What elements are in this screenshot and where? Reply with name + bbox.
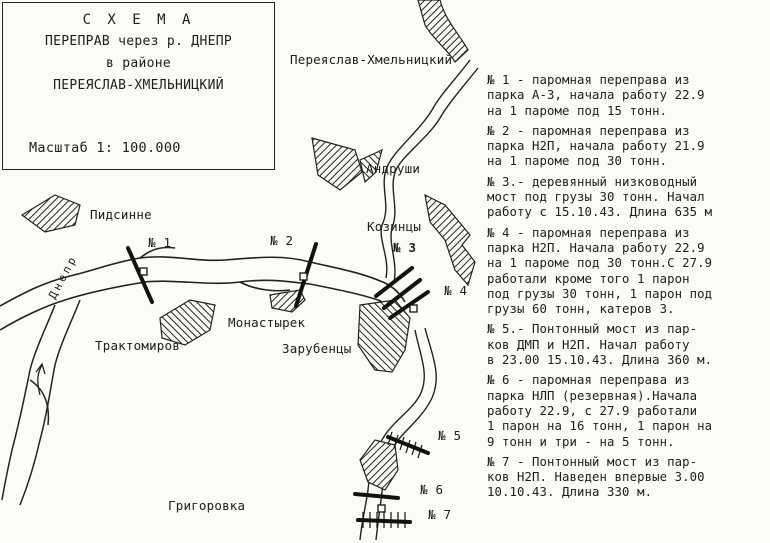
dnieper-lower-branch — [1, 299, 81, 506]
map-title-line2: в районе — [105, 56, 171, 71]
northern-river — [380, 59, 479, 283]
crossing-label-4: № 4 — [444, 283, 468, 298]
crossing-label-3: № 3 — [393, 240, 417, 255]
place-monastyrek: Монастырек — [228, 315, 306, 330]
place-kozintsy: Козинцы — [367, 219, 422, 234]
dnieper-river — [0, 246, 406, 331]
crossing-boxes — [139, 267, 418, 513]
place-andrushi: Андруши — [366, 161, 421, 176]
crossing-label-5: № 5 — [438, 428, 462, 443]
map-title-line3: ПЕРЕЯСЛАВ-ХМЕЛЬНИЦКИЙ — [53, 78, 224, 93]
crossing-label-6: № 6 — [420, 482, 444, 497]
title-box: С Х Е М А ПЕРЕПРАВ через р. ДНЕПР в райо… — [2, 2, 275, 170]
place-trakhtomirov: Трактомиров — [95, 338, 180, 353]
map-scale: Масштаб 1: 100.000 — [29, 140, 181, 156]
place-grigorovka: Григоровка — [168, 498, 246, 513]
bridge-ticks — [362, 431, 423, 528]
map-title-line1: ПЕРЕПРАВ через р. ДНЕПР — [45, 34, 232, 49]
crossing-label-1: № 1 — [148, 235, 172, 250]
legend-item-7: № 7 - Понтонный мост из пар-ков Н2П. Нав… — [487, 454, 705, 500]
place-zarubentsy: Зарубенцы — [282, 341, 352, 356]
settlements — [20, 0, 476, 491]
crossing-label-2: № 2 — [270, 233, 294, 248]
place-pereyaslav: Переяслав-Хмельницкий — [290, 52, 453, 67]
map-heading: С Х Е М А — [82, 12, 195, 28]
legend-item-5: № 5.- Понтонный мост из пар-ков ДМП и Н2… — [487, 322, 713, 368]
crossing-label-7: № 7 — [428, 507, 452, 522]
flow-arrow — [35, 362, 46, 396]
place-pidsinne: Пидсинне — [90, 207, 152, 222]
